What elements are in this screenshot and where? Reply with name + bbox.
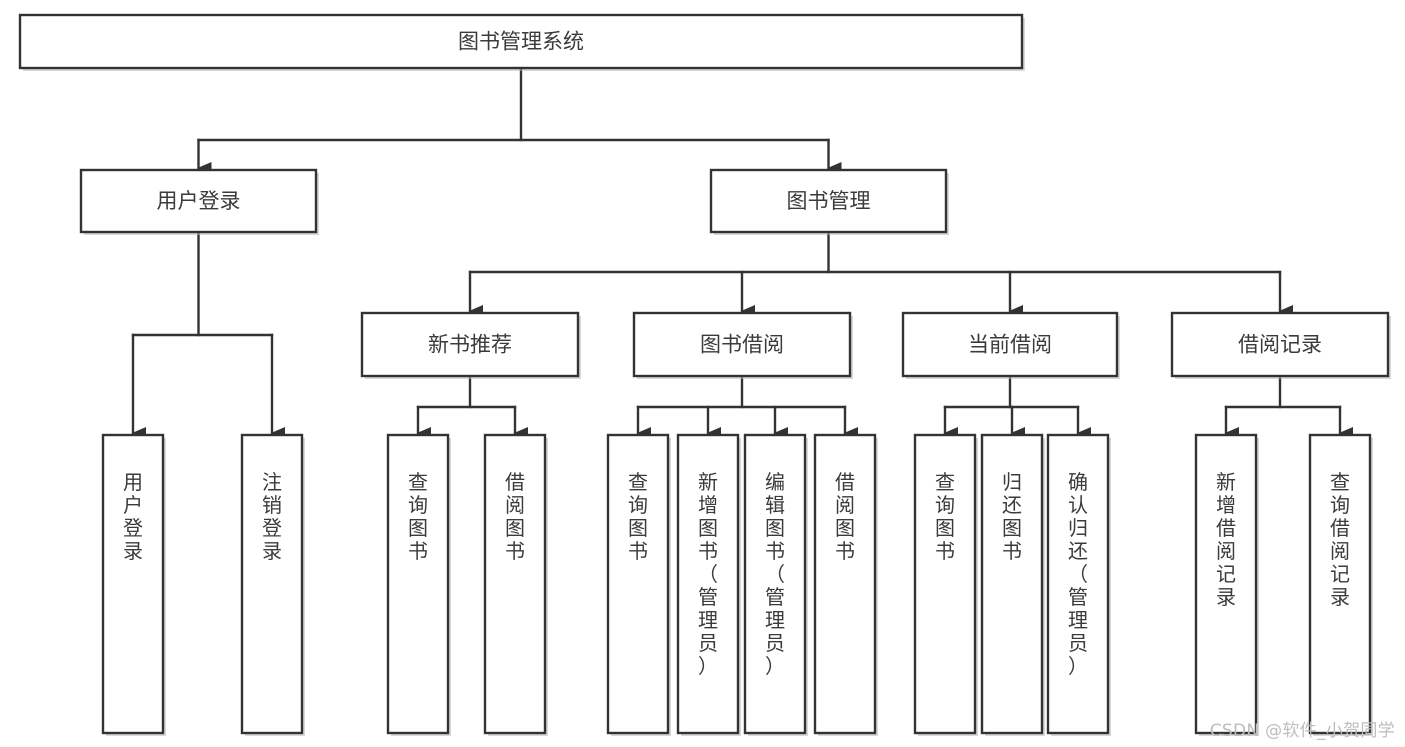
node-rect <box>79 168 318 234</box>
node-label: 确认归还（管理员） <box>1068 470 1088 678</box>
node-leaf-6[interactable]: 编辑图书（管理员） <box>743 433 808 736</box>
node-label: 归还图书 <box>1002 470 1022 563</box>
node-label: 查询图书 <box>935 470 955 563</box>
node-layer: 图书管理系统用户登录图书管理新书推荐图书借阅当前借阅借阅记录用户登录注销登录查询… <box>18 13 1391 736</box>
node-level3-3[interactable]: 借阅记录 <box>1170 311 1391 379</box>
node-label: 图书借阅 <box>700 333 784 357</box>
node-leaf-1[interactable]: 注销登录 <box>240 433 305 736</box>
node-label: 借阅记录 <box>1238 333 1322 357</box>
node-level3-2[interactable]: 当前借阅 <box>901 311 1120 379</box>
node-label: 借阅图书 <box>835 470 855 563</box>
node-label: 编辑图书（管理员） <box>765 470 785 678</box>
node-rect <box>1046 433 1110 735</box>
connector-layer <box>131 66 1353 439</box>
node-leaf-9[interactable]: 归还图书 <box>980 433 1045 736</box>
node-label: 新增图书（管理员） <box>698 470 718 678</box>
node-leaf-10[interactable]: 确认归还（管理员） <box>1046 433 1111 736</box>
node-label: 新书推荐 <box>428 333 512 357</box>
node-label: 查询图书 <box>408 470 428 563</box>
node-leaf-11[interactable]: 新增借阅记录 <box>1194 433 1259 736</box>
node-rect <box>1194 433 1258 735</box>
node-rect <box>18 13 1024 70</box>
node-rect <box>709 168 948 234</box>
node-label: 查询借阅记录 <box>1330 470 1350 609</box>
node-rect <box>676 433 740 735</box>
node-label: 查询图书 <box>628 470 648 563</box>
watermark-text: CSDN @软件_小贺同学 <box>1209 721 1395 741</box>
node-root[interactable]: 图书管理系统 <box>18 13 1025 71</box>
node-leaf-3[interactable]: 借阅图书 <box>483 433 548 736</box>
node-leaf-2[interactable]: 查询图书 <box>386 433 451 736</box>
node-rect <box>632 311 852 378</box>
node-leaf-4[interactable]: 查询图书 <box>606 433 671 736</box>
node-leaf-0[interactable]: 用户登录 <box>101 433 166 736</box>
node-rect <box>240 433 304 735</box>
node-rect <box>606 433 670 735</box>
node-label: 用户登录 <box>157 189 241 213</box>
node-label: 借阅图书 <box>505 470 525 563</box>
node-label: 图书管理 <box>787 189 871 213</box>
node-leaf-7[interactable]: 借阅图书 <box>813 433 878 736</box>
node-label: 注销登录 <box>262 470 282 563</box>
node-rect <box>1170 311 1390 378</box>
node-rect <box>913 433 977 735</box>
node-leaf-8[interactable]: 查询图书 <box>913 433 978 736</box>
node-rect <box>386 433 450 735</box>
node-rect <box>743 433 807 735</box>
node-level2-1[interactable]: 图书管理 <box>709 168 949 235</box>
node-label: 新增借阅记录 <box>1216 470 1236 609</box>
node-label: 当前借阅 <box>968 333 1052 357</box>
node-rect <box>813 433 877 735</box>
node-label: 用户登录 <box>123 470 143 563</box>
node-rect <box>360 311 580 378</box>
node-rect <box>483 433 547 735</box>
node-level3-1[interactable]: 图书借阅 <box>632 311 853 379</box>
node-leaf-12[interactable]: 查询借阅记录 <box>1308 433 1373 736</box>
node-level2-0[interactable]: 用户登录 <box>79 168 319 235</box>
node-rect <box>101 433 165 735</box>
node-label: 图书管理系统 <box>458 30 584 54</box>
node-leaf-5[interactable]: 新增图书（管理员） <box>676 433 741 736</box>
node-rect <box>901 311 1119 378</box>
node-rect <box>980 433 1044 735</box>
node-rect <box>1308 433 1372 735</box>
node-level3-0[interactable]: 新书推荐 <box>360 311 581 379</box>
